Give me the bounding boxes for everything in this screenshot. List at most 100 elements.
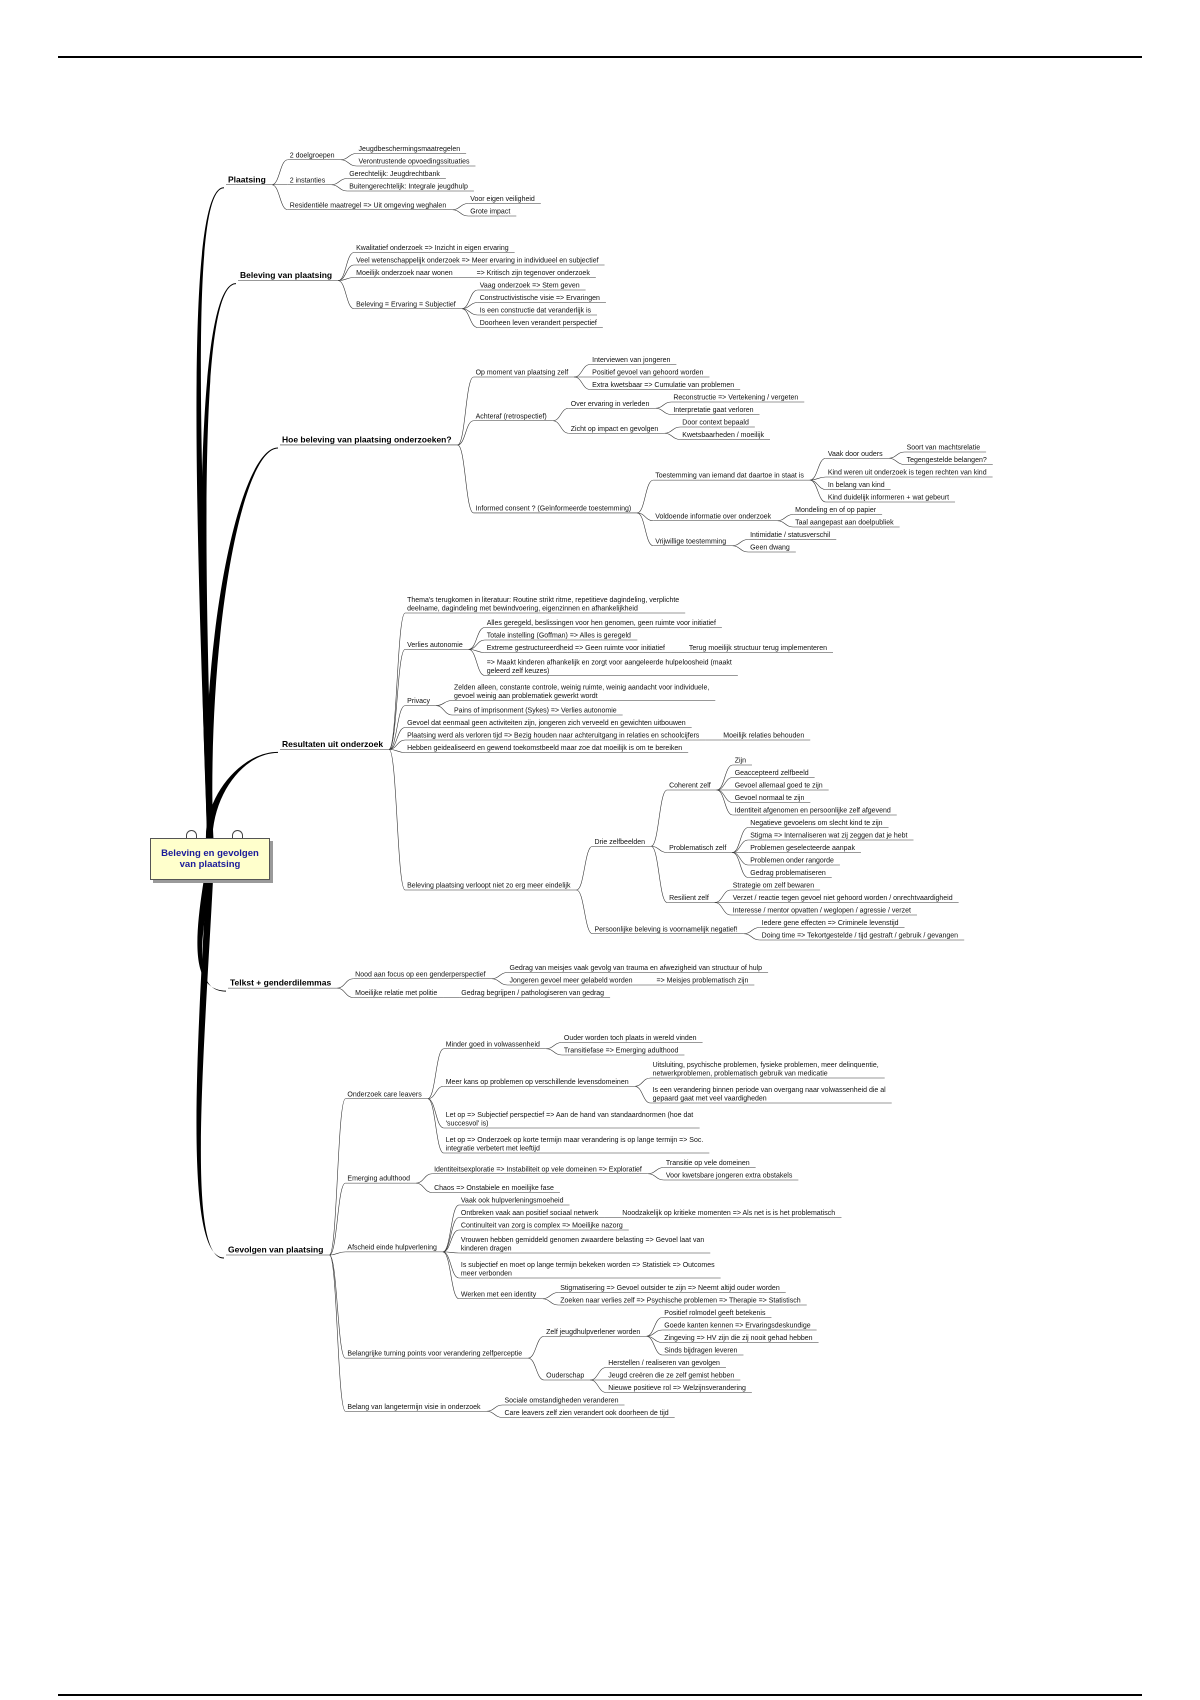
node-label: Jeugd creëren die ze zelf gemist hebben: [608, 1373, 734, 1380]
node-label: Zicht op impact en gevolgen: [571, 426, 659, 433]
node-label: Resilient zelf: [669, 895, 709, 902]
branch-connector: [888, 457, 905, 465]
node-label: Problemen onder rangorde: [750, 858, 834, 865]
branch-connector: [442, 1229, 459, 1253]
node-label: Constructivistische visie => Ervaringen: [480, 295, 600, 302]
node-label: Over ervaring in verleden: [571, 401, 650, 408]
branch-connector: [338, 252, 355, 281]
node-label: Identiteitsexploratie => Instabiliteit o…: [434, 1166, 642, 1173]
node-label: Intimidatie / statusverschil: [750, 532, 831, 539]
node-label: Transitiefase => Emerging adulthood: [564, 1048, 679, 1055]
branch-connector: [655, 401, 672, 409]
branch-connector: [468, 627, 485, 650]
node-label: Gerechtelijk: Jeugdrechtbank: [349, 171, 440, 178]
node-label: Residentiële maatregel => Uit omgeving w…: [290, 202, 447, 209]
node-label: Onderzoek care leavers: [347, 1091, 422, 1098]
node-label: Nood aan focus op een genderperspectief: [355, 971, 485, 978]
branch-connector: [574, 364, 591, 378]
node-label: Grote impact: [470, 209, 510, 216]
branch-connector: [576, 845, 593, 891]
node-label: Plaatsing werd als verloren tijd => Bezi…: [407, 733, 700, 740]
branch-label: Gevolgen van plaatsing: [228, 1245, 323, 1255]
node-label: Mondeling en of op papier: [795, 507, 877, 514]
branch-connector: [732, 827, 749, 853]
node-label: Identiteit afgenomen en persoonlijke zel…: [735, 808, 891, 815]
node-label: In belang van kind: [828, 482, 885, 489]
node-label: Hebben geidealiseerd en gewend toekomstb…: [407, 745, 682, 752]
branch-connector: [545, 1048, 562, 1056]
node-label: Herstellen / realiseren van gevolgen: [608, 1360, 720, 1367]
node-label: Toestemming van iemand dat daartoe in st…: [655, 473, 804, 480]
branch-connector: [576, 889, 593, 935]
branch-connector: [468, 639, 485, 650]
node-label: Positief rolmodel geeft betekenis: [664, 1310, 766, 1317]
branch-connector: [388, 649, 406, 750]
node-label: Informed consent ? (Geïnformeerde toeste…: [476, 505, 632, 512]
node-label: Thema's terugkomen in literatuur: Routin…: [407, 597, 679, 613]
branch-connector: [714, 902, 731, 916]
node-label: Beleving = Ervaring = Subjectief: [356, 301, 456, 308]
branch-connector: [389, 739, 406, 750]
branch-connector: [809, 479, 826, 490]
branch-connector: [634, 1077, 651, 1087]
branch-connector: [331, 184, 348, 192]
branch-connector: [452, 209, 469, 217]
node-label: 2 instanties: [290, 177, 326, 184]
branch-label: Hoe beleving van plaatsing onderzoeken?: [282, 434, 452, 444]
branch-connector: [442, 1204, 460, 1253]
node-label: Jeugdbeschermingsmaatregelen: [359, 146, 461, 153]
branch-connector: [337, 978, 354, 989]
node-label: Gevoel normaal te zijn: [735, 795, 805, 802]
branch-connector: [655, 407, 672, 415]
node-label: Achteraf (retrospectief): [476, 413, 547, 420]
node-label: Persoonlijke beleving is voornamelijk ne…: [594, 926, 737, 933]
node-label: Minder goed in volwassenheid: [446, 1041, 540, 1048]
node-label: Totale instelling (Goffman) => Alles is …: [487, 633, 631, 640]
branch-connector: [574, 376, 591, 390]
node-label: Zelf jeugdhulpverlener worden: [546, 1329, 640, 1336]
root-node-label: Beleving en gevolgen van plaatsing: [161, 848, 259, 870]
branch-connector: [664, 432, 681, 440]
node-label: Transitie op vele domeinen: [666, 1160, 750, 1167]
branch-connector: [337, 987, 354, 998]
branch-connector: [271, 184, 288, 211]
branch-connector: [650, 789, 668, 847]
node-label: Alles geregeld, beslissingen voor hen ge…: [487, 620, 716, 627]
node-label: => Maakt kinderen afhankelijk en zorgt v…: [487, 660, 732, 676]
node-label: Meer kans op problemen op verschillende …: [446, 1079, 629, 1086]
node-label: Doorheen leven verandert perspectief: [480, 320, 597, 327]
node-label: Beleving plaatsing verloopt niet zo erg …: [407, 883, 571, 890]
branch-connector: [340, 153, 357, 161]
node-label: Stigmatisering => Gevoel outsider te zij…: [560, 1285, 780, 1292]
node-label: Belang van langetermijn visie in onderzo…: [347, 1404, 481, 1411]
branch-connector: [457, 420, 474, 446]
branch-connector: [732, 852, 749, 866]
node-label: Op moment van plaatsing zelf: [476, 370, 569, 377]
node-label: Geen dwang: [750, 545, 790, 552]
branch-connector: [590, 1379, 607, 1393]
node-label: Belangrijke turning points voor verander…: [347, 1351, 522, 1358]
branch-connector: [416, 1182, 433, 1193]
node-label: Let op => Onderzoek op korte termijn maa…: [446, 1137, 704, 1153]
node-label: Is subjectief en moet op lange termijn b…: [461, 1262, 715, 1278]
branch-connector: [271, 159, 288, 186]
node-label: Vaak door ouders: [828, 451, 883, 458]
branch-connector: [491, 972, 508, 980]
node-label: Iedere gene effecten => Criminele levens…: [762, 920, 899, 927]
branch-connector: [340, 159, 357, 167]
node-label: Gedrag problematiseren: [750, 870, 826, 877]
footer-rule: [58, 1694, 1142, 1696]
node-label: Werken met een identity: [461, 1291, 537, 1298]
root-line-1: Beleving en gevolgen: [161, 848, 259, 859]
branch-label: Beleving van plaatsing: [240, 270, 332, 280]
node-label: Vaag onderzoek => Stem geven: [480, 283, 580, 290]
branch-connector: [777, 514, 794, 522]
branch-connector: [545, 1042, 562, 1050]
branch-connector: [461, 308, 478, 328]
node-label: Zoeken naar verlies zelf => Psychische p…: [560, 1298, 800, 1305]
branch-connector: [427, 1098, 444, 1129]
trunk-connector: [197, 855, 226, 992]
branch-connector: [461, 302, 478, 310]
branch-connector: [651, 845, 668, 853]
